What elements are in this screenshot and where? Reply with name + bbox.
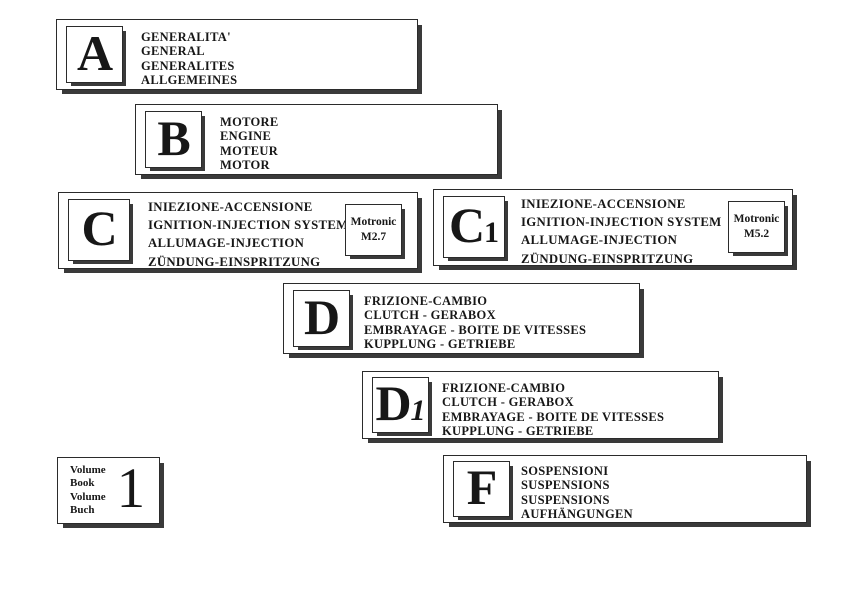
volume-label-de: Buch	[70, 504, 95, 516]
caption-line-it: MOTORE	[220, 115, 279, 129]
badge-brand: Motronic	[733, 213, 780, 225]
section-letter-tile-f: F	[453, 461, 510, 517]
caption-line-fr: GENERALITES	[141, 58, 235, 73]
section-letter-d: D	[303, 288, 340, 345]
caption-line-en: IGNITION-INJECTION SYSTEM	[521, 215, 722, 230]
volume-number: 1	[116, 457, 146, 520]
section-letter-tile-c: C	[68, 199, 130, 261]
caption-line-en: GENERAL	[141, 44, 205, 59]
motronic-badge-c: Motronic M2.7	[345, 204, 402, 256]
volume-label-fr: Volume	[70, 490, 106, 503]
section-captions-d: FRIZIONE-CAMBIO CLUTCH - GERABOX EMBRAYA…	[364, 294, 586, 352]
caption-line-fr: EMBRAYAGE - BOITE DE VITESSES	[442, 409, 665, 424]
section-letter-c1: C1	[449, 200, 499, 250]
caption-line-en: CLUTCH - GERABOX	[364, 308, 496, 323]
volume-labels: Volume Book Volume Buch	[70, 464, 106, 518]
section-captions-f: SOSPENSIONI SUSPENSIONS SUSPENSIONS AUFH…	[521, 464, 633, 522]
caption-line-de: ALLGEMEINES	[141, 73, 238, 88]
section-letter-subscript: 1	[410, 394, 426, 427]
section-letter-tile-d: D	[293, 290, 350, 347]
caption-line-it: INIEZIONE-ACCENSIONE	[521, 197, 686, 211]
caption-line-it: INIEZIONE-ACCENSIONE	[148, 200, 313, 214]
caption-line-de: KUPPLUNG - GETRIEBE	[442, 424, 594, 439]
section-letter-b: B	[157, 109, 190, 166]
badge-brand: Motronic	[350, 216, 397, 228]
volume-label-en: Book	[70, 477, 95, 489]
caption-line-fr: SUSPENSIONS	[521, 492, 610, 507]
motronic-badge-c1: Motronic M5.2	[728, 201, 785, 253]
section-letter-tile-d1: D1	[372, 377, 429, 433]
caption-line-en: IGNITION-INJECTION SYSTEM	[148, 218, 349, 233]
caption-line-de: ZÜNDUNG-EINSPRITZUNG	[521, 251, 694, 266]
caption-line-en: ENGINE	[220, 129, 272, 144]
section-captions-d1: FRIZIONE-CAMBIO CLUTCH - GERABOX EMBRAYA…	[442, 381, 664, 439]
section-letter-f: F	[466, 459, 498, 515]
caption-line-it: FRIZIONE-CAMBIO	[442, 381, 566, 395]
badge-model: M5.2	[743, 228, 770, 240]
caption-line-fr: EMBRAYAGE - BOITE DE VITESSES	[364, 322, 587, 337]
section-letter-main: C	[448, 197, 485, 253]
section-captions-c: INIEZIONE-ACCENSIONE IGNITION-INJECTION …	[148, 198, 349, 271]
volume-box: Volume Book Volume Buch 1	[57, 457, 160, 524]
section-letter-c: C	[81, 200, 117, 256]
caption-line-en: SUSPENSIONS	[521, 478, 610, 493]
caption-line-de: KUPPLUNG - GETRIEBE	[364, 337, 516, 352]
caption-line-de: ZÜNDUNG-EINSPRITZUNG	[148, 254, 321, 269]
caption-line-fr: MOTEUR	[220, 143, 279, 158]
section-captions-b: MOTORE ENGINE MOTEUR MOTOR	[220, 115, 279, 173]
caption-line-it: GENERALITA'	[141, 30, 231, 44]
section-letter-tile-b: B	[145, 111, 202, 168]
section-letter-d1: D1	[375, 378, 425, 428]
caption-line-de: MOTOR	[220, 158, 270, 173]
section-letter-subscript: 1	[484, 216, 500, 249]
section-letter-a: A	[76, 24, 113, 81]
caption-line-fr: ALLUMAGE-INJECTION	[521, 233, 678, 248]
section-letter-tile-a: A	[66, 26, 123, 83]
caption-line-fr: ALLUMAGE-INJECTION	[148, 236, 305, 251]
badge-model: M2.7	[360, 231, 387, 243]
section-letter-tile-c1: C1	[443, 196, 505, 258]
section-captions-c1: INIEZIONE-ACCENSIONE IGNITION-INJECTION …	[521, 195, 722, 268]
caption-line-en: CLUTCH - GERABOX	[442, 395, 574, 410]
caption-line-it: FRIZIONE-CAMBIO	[364, 294, 488, 308]
caption-line-it: SOSPENSIONI	[521, 464, 609, 478]
section-captions-a: GENERALITA' GENERAL GENERALITES ALLGEMEI…	[141, 30, 237, 88]
section-letter-main: D	[375, 375, 411, 431]
caption-line-de: AUFHÄNGUNGEN	[521, 507, 633, 522]
volume-label-it: Volume	[70, 463, 106, 476]
